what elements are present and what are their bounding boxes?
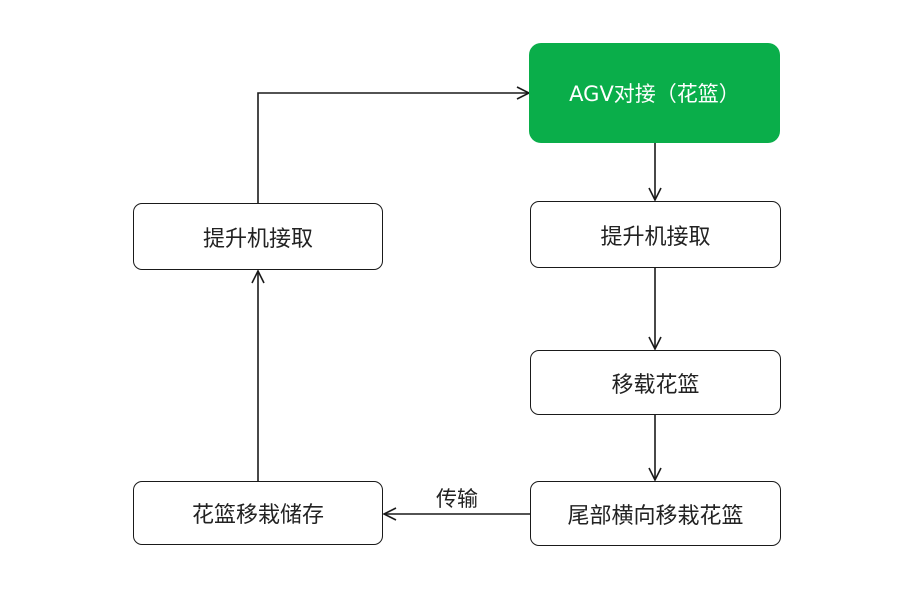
connector-lift-left-to-agv: [257, 93, 529, 203]
node-basket-storage: 花篮移栽储存: [133, 481, 383, 545]
node-transfer-basket: 移载花篮: [530, 350, 781, 415]
node-lift-receive-left: 提升机接取: [133, 203, 383, 270]
node-tail-lateral-transfer: 尾部横向移栽花篮: [530, 481, 781, 546]
node-lift-receive-right-label: 提升机接取: [600, 224, 711, 250]
node-transfer-basket-label: 移载花篮: [611, 372, 700, 398]
node-basket-storage-label: 花篮移栽储存: [191, 503, 324, 528]
edge-label-transport: 传输: [436, 487, 478, 511]
node-agv-docking-label: AGV对接（花篮）: [569, 82, 740, 106]
node-lift-receive-right: 提升机接取: [530, 201, 781, 268]
node-tail-lateral-transfer-label: 尾部横向移栽花篮: [567, 503, 744, 529]
node-agv-docking: AGV对接（花篮）: [529, 43, 780, 143]
node-lift-receive-left-label: 提升机接取: [202, 226, 313, 252]
